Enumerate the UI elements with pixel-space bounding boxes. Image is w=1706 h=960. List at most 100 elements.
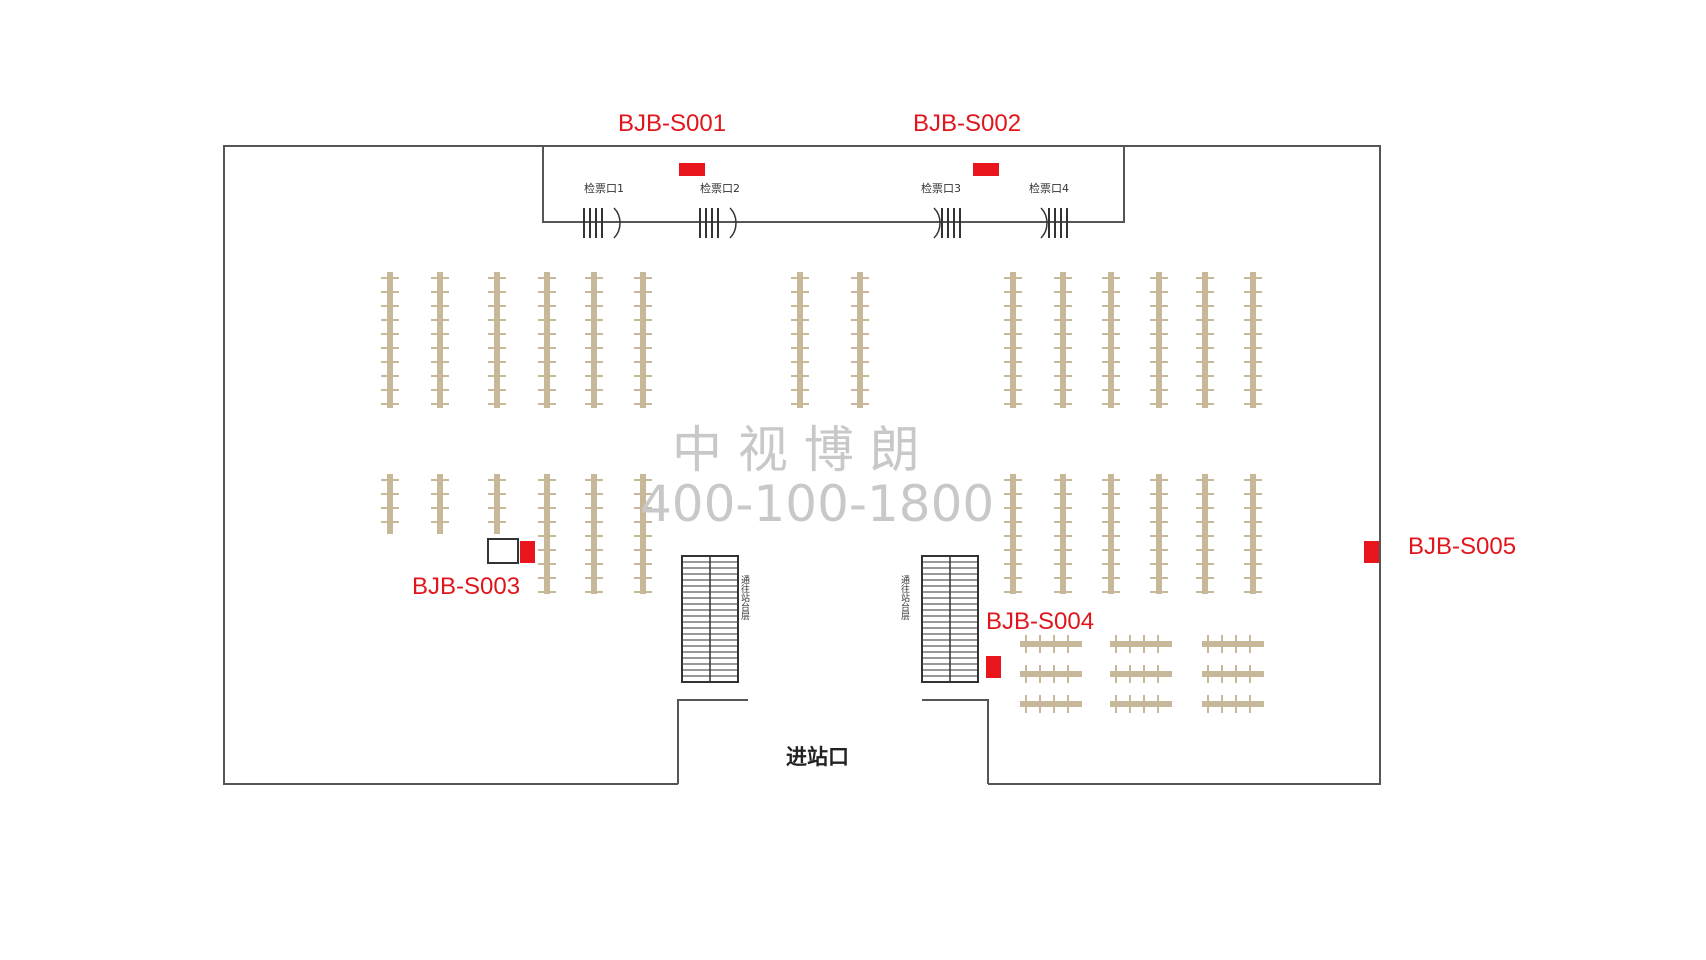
seat-row [1150,272,1168,408]
seat-bar [494,272,500,408]
seat-row [1102,474,1120,594]
gate-label-2: 检票口2 [700,182,740,195]
seat-bar [1202,641,1264,647]
gate-label-3: 检票口3 [921,182,961,195]
escalator-label: 通往站台层 [899,575,910,621]
seat-bar [1020,671,1082,677]
ad-marker-s001[interactable] [679,163,705,176]
seat-bar [591,272,597,408]
seat-bar [437,272,443,408]
seat-bar [1010,272,1016,408]
seat-bar [1202,272,1208,408]
ad-marker-s004[interactable] [986,656,1001,678]
ticket-gates [583,207,1068,239]
seat-row [1054,272,1072,408]
gate-label-4: 检票口4 [1029,182,1069,195]
seat-row [585,272,603,408]
escalator-label: 通往站台层 [739,575,750,621]
gate-arc [613,207,621,239]
entrance-label: 进站口 [786,745,849,769]
seat-row [1004,272,1022,408]
ad-label-s004[interactable]: BJB-S004 [986,608,1095,635]
seat-bar [857,272,863,408]
seat-row-h [1202,665,1264,683]
seat-bar [1110,641,1172,647]
ad-marker-s002[interactable] [973,163,999,176]
seat-row [1244,474,1262,594]
seat-bar [494,474,500,534]
ticket-gate-4 [1040,207,1068,239]
seat-row [585,474,603,594]
ad-marker-s003[interactable] [520,541,535,563]
seat-row [1196,474,1214,594]
seat-row [431,474,449,534]
seat-row-h [1202,695,1264,713]
seat-row-h [1202,635,1264,653]
ticket-gate-3 [933,207,961,239]
seat-row-h [1110,695,1172,713]
ticket-gate-1 [583,207,621,239]
escalator-2: 通往站台层 [899,555,979,683]
seat-bar [797,272,803,408]
ad-label-s002[interactable]: BJB-S002 [913,110,1022,137]
watermark-phone: 400-100-1800 [640,475,995,533]
seat-row [431,272,449,408]
seat-row [381,272,399,408]
seat-row [1004,474,1022,594]
gate-arc [933,207,941,239]
seat-bar [1250,474,1256,594]
seat-row [488,474,506,534]
seat-bar [640,272,646,408]
seat-row [538,272,556,408]
seat-row [381,474,399,534]
seat-row [538,474,556,594]
seat-row [488,272,506,408]
seat-bar [387,272,393,408]
seat-bar [591,474,597,594]
seat-bar [437,474,443,534]
seat-bar [1108,474,1114,594]
ticket-gate-2 [699,207,737,239]
seat-row [1054,474,1072,594]
seat-bar [1020,641,1082,647]
seat-row [1102,272,1120,408]
seat-row [791,272,809,408]
ad-marker-s005[interactable] [1364,541,1379,563]
seat-bar [1020,701,1082,707]
escalator-1: 通往站台层 [681,555,750,683]
ad-label-s003[interactable]: BJB-S003 [412,573,521,600]
watermark-company: 中 视 博 朗 [672,421,920,479]
seat-bar [1110,701,1172,707]
seat-bar [640,474,646,594]
seat-bar [1110,671,1172,677]
gate-hall [542,146,1125,223]
seat-bar [1156,474,1162,594]
seat-row-h [1020,665,1082,683]
seat-row [634,272,652,408]
kiosk-box [487,538,519,564]
ad-label-s005[interactable]: BJB-S005 [1408,533,1517,560]
seat-bar [1060,272,1066,408]
gate-label-1: 检票口1 [584,182,624,195]
seat-bar [1010,474,1016,594]
seat-row-h [1020,695,1082,713]
seat-bar [1250,272,1256,408]
seat-bar [1156,272,1162,408]
seat-row [1196,272,1214,408]
seat-bar [387,474,393,534]
ad-label-s001[interactable]: BJB-S001 [618,110,727,137]
gate-arc [1040,207,1048,239]
entrance-corridor [677,699,989,784]
seat-bar [1202,474,1208,594]
seat-row [1150,474,1168,594]
seat-row [634,474,652,594]
gate-arc [729,207,737,239]
seat-row-h [1110,665,1172,683]
escalators: 通往站台层 通往站台层 [681,555,979,683]
seat-bar [1202,671,1264,677]
seat-bar [1060,474,1066,594]
seat-bar [544,272,550,408]
seat-row [851,272,869,408]
